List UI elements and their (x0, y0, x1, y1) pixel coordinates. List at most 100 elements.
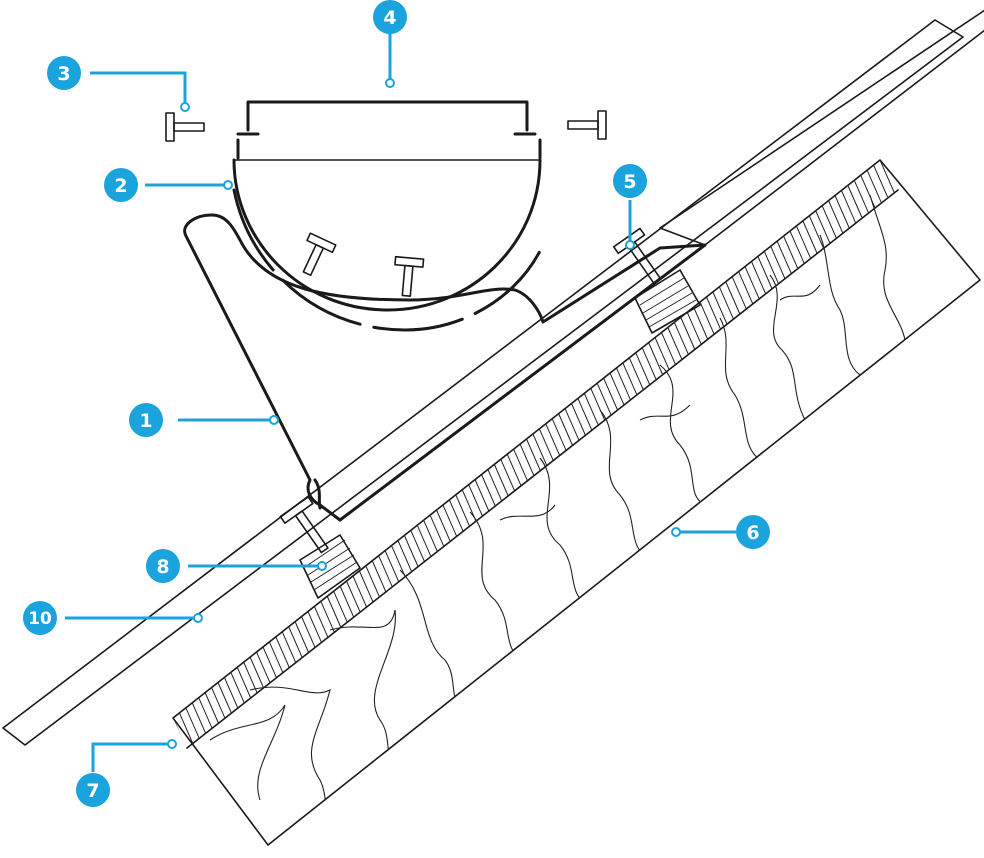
hatch-line (487, 469, 503, 502)
hatch-line (718, 286, 734, 320)
hatch-line (198, 697, 214, 730)
hatch-line (789, 230, 805, 264)
screw-lower (279, 496, 329, 554)
hatch-line (423, 519, 439, 553)
hatch-line (378, 555, 394, 588)
hatch-line (506, 454, 522, 487)
hatch-line (397, 540, 413, 573)
callout-badge-3: 3 (47, 56, 81, 90)
hatch-line (391, 545, 406, 578)
hatch-line (783, 235, 799, 269)
hatch-line (583, 393, 599, 426)
callout-badge-2: 2 (104, 168, 138, 202)
hatch-line (648, 342, 664, 375)
hatch-line (429, 514, 445, 548)
fascia-board (172, 159, 981, 846)
hatch-line (403, 535, 419, 568)
hatch-line (481, 474, 496, 507)
hatch-line (313, 606, 329, 639)
flashing-strip (659, 9, 984, 246)
hatch-line (571, 403, 586, 436)
hatch-line (288, 626, 304, 659)
svg-text:5: 5 (623, 171, 636, 193)
callout-lines (65, 32, 736, 772)
hatch-line (577, 398, 593, 431)
hatch-line (853, 180, 869, 213)
hatch-line (448, 499, 464, 533)
svg-text:7: 7 (86, 780, 99, 802)
hatch-line (738, 271, 754, 304)
gutter-hanger-bracket (183, 213, 707, 522)
hatch-line (185, 707, 201, 741)
hatch-line (815, 210, 831, 243)
rivet-left-top (165, 112, 205, 142)
hatch-line (474, 479, 490, 512)
hatch-line (256, 651, 272, 685)
rivet-right-top (567, 110, 607, 140)
hatch-line (493, 464, 509, 497)
hatch-line (609, 372, 625, 406)
hatch-line (268, 641, 284, 675)
hatch-line (204, 692, 220, 725)
hatch-line (371, 560, 387, 593)
hatch-line (616, 367, 631, 401)
hatch-line (661, 332, 676, 365)
hatch-line (802, 220, 818, 254)
gutter-end-cap (236, 100, 542, 160)
hatch-line (879, 160, 895, 193)
hatch-line (236, 667, 252, 700)
hatch-line (468, 484, 484, 517)
hatch-line (744, 266, 760, 299)
hatch-line (596, 382, 612, 416)
hatch-line (558, 413, 574, 446)
hatch-line (294, 621, 310, 654)
svg-text:2: 2 (114, 175, 127, 197)
board-hatched-edge (173, 160, 895, 748)
hatch-line (808, 215, 824, 249)
svg-text:3: 3 (57, 63, 70, 85)
hatch-line (686, 311, 702, 345)
rivet-inside-left (302, 232, 337, 277)
hatch-line (866, 169, 882, 203)
hatch-line (564, 408, 580, 441)
callout-badge-1: 1 (129, 403, 163, 437)
callout-line-7 (91, 742, 172, 772)
hatch-line (455, 494, 471, 528)
hatch-line (673, 322, 689, 355)
hatch-line (770, 246, 786, 279)
hatch-line (339, 585, 355, 619)
hatch-line (834, 195, 850, 228)
hatch-line (307, 611, 323, 644)
hatch-line (223, 677, 239, 710)
hatch-line (230, 672, 246, 705)
hatch-line (262, 646, 278, 680)
callout-badge-6: 6 (736, 515, 770, 549)
hatch-line (545, 423, 561, 456)
hatch-line (320, 601, 336, 634)
hatch-line (178, 712, 194, 746)
hatch-line (667, 327, 683, 360)
hatch-line (301, 616, 317, 649)
hatch-line (519, 443, 535, 477)
hatch-line (191, 702, 207, 735)
hatch-line (538, 428, 554, 462)
roof-strip (2, 19, 964, 746)
svg-text:10: 10 (28, 609, 52, 629)
callout-badge-8: 8 (146, 549, 180, 583)
hatch-line (763, 251, 779, 284)
hatch-line (821, 205, 837, 238)
svg-text:1: 1 (139, 410, 152, 432)
hatch-line (358, 570, 374, 604)
hatch-line (654, 337, 670, 370)
hatch-line (795, 225, 811, 259)
hatch-line (635, 352, 651, 385)
callout-badge-4: 4 (373, 0, 407, 34)
hatch-line (693, 306, 709, 340)
hatch-line (326, 596, 342, 629)
hatch-line (873, 164, 889, 198)
callout-badge-10: 10 (23, 601, 57, 635)
hatch-line (249, 656, 265, 690)
hatch-line (410, 530, 426, 563)
hatch-line (346, 580, 361, 614)
lower-support-block (299, 534, 361, 599)
